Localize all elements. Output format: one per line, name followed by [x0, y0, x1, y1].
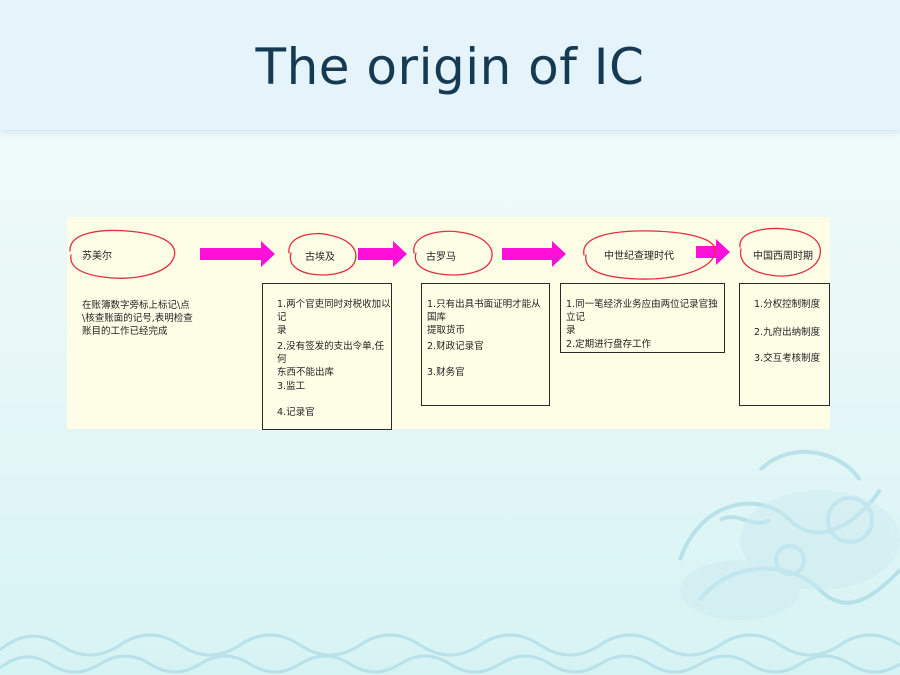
highlight-circle-sumer — [69, 229, 176, 279]
item-line: 1.两个官吏同时对税收加以记 — [277, 299, 391, 323]
flow-overlay — [69, 227, 821, 280]
item-line: 1.只有出具书面证明才能从国库 — [427, 299, 541, 323]
slide-title: The origin of IC — [255, 38, 645, 96]
item-line: 提取货币 — [427, 325, 466, 336]
box-item: 3.交互考核制度 — [754, 353, 821, 364]
stage-note-sumer: 在账簿数字旁标上标记\点 \核查账面的记号,表明检查 账目的工作已经完成 — [82, 299, 193, 338]
title-band: The origin of IC — [0, 0, 900, 130]
box-item: 2.没有签发的支出令单,任何 东西不能出库 — [277, 340, 391, 379]
highlight-circle-egypt — [288, 232, 357, 276]
highlight-circle-medieval — [583, 230, 716, 280]
stage-box-western-zhou: 1.分权控制制度 2.九府出纳制度 3.交互考核制度 — [739, 283, 830, 406]
box-item: 2.定期进行盘存工作 — [566, 339, 652, 350]
item-line: 2.没有签发的支出令单,任何 — [277, 341, 385, 365]
highlight-circle-western-zhou — [739, 227, 821, 277]
box-item: 2.九府出纳制度 — [754, 327, 821, 338]
stage-box-rome: 1.只有出具书面证明才能从国库 提取货币 2.财政记录官 3.财务官 — [421, 283, 550, 406]
flow-arrow-3 — [502, 241, 566, 267]
box-item: 1.两个官吏同时对税收加以记 录 — [277, 298, 391, 337]
timeline-panel: 苏美尔 古埃及 古罗马 中世纪查理时代 中国西周时期 在账簿数字旁标上标记\点 … — [67, 217, 830, 430]
item-line: 东西不能出库 — [277, 367, 335, 378]
stage-box-egypt: 1.两个官吏同时对税收加以记 录 2.没有签发的支出令单,任何 东西不能出库 3… — [262, 283, 392, 430]
box-item: 3.监工 — [277, 381, 306, 392]
stage-label-medieval: 中世纪查理时代 — [604, 251, 674, 262]
item-line: 录 — [277, 325, 287, 336]
note-line: \核查账面的记号,表明检查 — [82, 313, 193, 324]
box-item: 2.财政记录官 — [427, 341, 484, 352]
box-item: 1.只有出具书面证明才能从国库 提取货币 — [427, 298, 549, 337]
flow-arrow-1 — [200, 241, 275, 267]
item-line: 1.同一笔经济业务应由两位记录官独立记 — [566, 299, 718, 323]
box-item: 1.分权控制制度 — [754, 299, 821, 310]
item-line: 录 — [566, 325, 576, 336]
stage-label-rome: 古罗马 — [426, 252, 456, 263]
box-item: 3.财务官 — [427, 367, 465, 378]
box-item: 4.记录官 — [277, 407, 315, 418]
stage-box-medieval: 1.同一笔经济业务应由两位记录官独立记 录 2.定期进行盘存工作 — [560, 283, 725, 353]
stage-label-sumer: 苏美尔 — [82, 251, 112, 262]
stage-label-egypt: 古埃及 — [305, 252, 335, 263]
note-line: 账目的工作已经完成 — [82, 326, 168, 337]
note-line: 在账簿数字旁标上标记\点 — [82, 300, 190, 311]
highlight-circle-rome — [413, 230, 493, 276]
stage-label-western-zhou: 中国西周时期 — [753, 251, 813, 262]
flow-arrow-4 — [696, 239, 730, 265]
flow-arrow-2 — [358, 241, 407, 267]
box-item: 1.同一笔经济业务应由两位记录官独立记 录 — [566, 298, 724, 337]
